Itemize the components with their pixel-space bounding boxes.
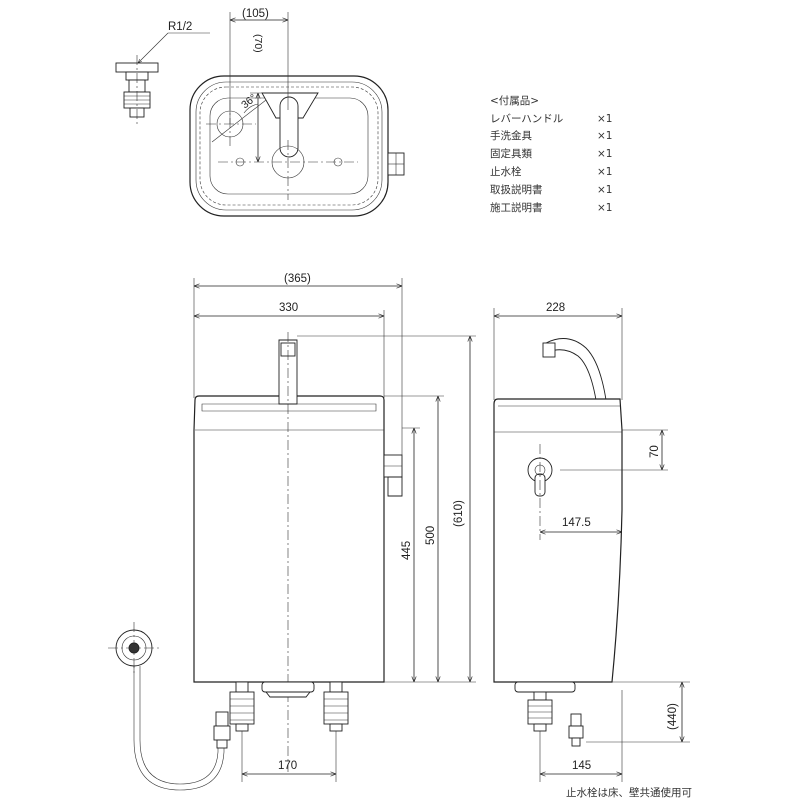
accessories-header: <付属品> [490, 94, 539, 107]
dim-365: (365) [284, 273, 311, 285]
tank-body-front [193, 395, 385, 683]
accessory-name: 手洗金具 [490, 129, 532, 142]
dim-105: (105) [242, 8, 269, 20]
supply-fitting-detail: R1/2 [115, 21, 210, 125]
accessory-qty: ×1 [597, 166, 612, 178]
dim-610: (610) [453, 500, 465, 527]
dim-228: 228 [546, 302, 565, 314]
accessory-name: 止水栓 [490, 165, 522, 178]
dim-170: 170 [278, 760, 297, 772]
stop-valve-side [568, 713, 584, 747]
dim-330: 330 [279, 302, 298, 314]
top-view: 36° (105) (70) [189, 8, 405, 217]
accessory-name: 施工説明書 [490, 201, 543, 214]
flush-outlet-side [514, 681, 576, 693]
accessory-qty: ×1 [597, 184, 612, 196]
accessory-qty: ×1 [597, 202, 612, 214]
dim-440: (440) [667, 703, 679, 730]
fixing-bolt-side [527, 691, 553, 732]
dim-145: 145 [572, 760, 591, 772]
accessory-name: 取扱説明書 [490, 183, 543, 196]
accessory-name: レバーハンドル [490, 113, 563, 125]
flush-outlet [261, 681, 315, 693]
accessory-qty: ×1 [597, 130, 612, 142]
accessory-qty: ×1 [597, 148, 612, 160]
dim-70-top: (70) [252, 34, 264, 53]
tank-body-side [493, 398, 623, 683]
accessories-list: <付属品> レバーハンドル ×1 手洗金具 ×1 固定具類 ×1 止水栓 ×1 … [490, 94, 612, 214]
accessory-qty: ×1 [597, 113, 612, 125]
side-view: 228 70 147.5 [493, 302, 690, 782]
dim-445: 445 [401, 541, 413, 560]
installation-note: 止水栓は床、壁共通使用可 [566, 786, 692, 799]
supply-hose [108, 622, 231, 791]
thread-label: R1/2 [168, 21, 192, 33]
accessory-name: 固定具類 [490, 147, 532, 160]
front-view: (365) 330 445 500 (610) [108, 273, 476, 791]
dim-70-side: 70 [649, 445, 661, 458]
dim-500: 500 [425, 526, 437, 545]
dim-147-5: 147.5 [562, 517, 591, 529]
fixing-bolt-left [229, 681, 255, 732]
fixing-bolt-right [323, 681, 349, 732]
